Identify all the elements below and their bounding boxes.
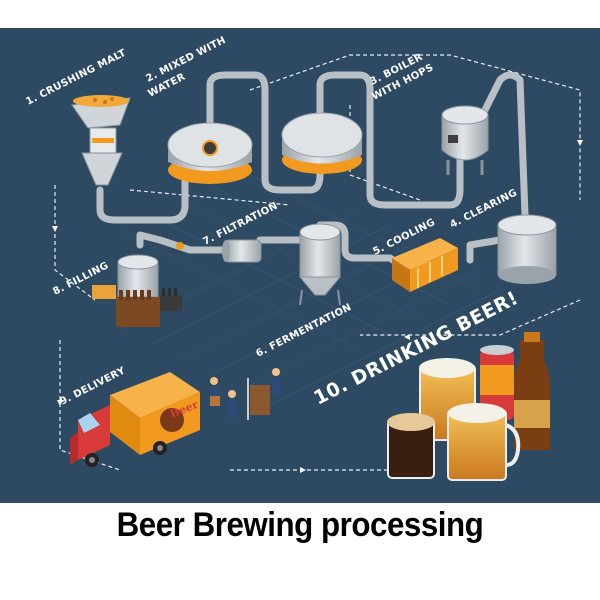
caption-title: Beer Brewing processing [116,506,484,544]
filtration-unit [176,239,262,263]
beer-glasses-and-bottles [387,332,550,481]
clearing-tank [497,214,557,284]
delivery-truck: Beer [70,372,200,467]
crushing-malt-machine [71,95,131,186]
cooling-unit [392,238,458,292]
mash-tun-tank [167,122,253,184]
hop-kettle [441,105,489,175]
pipes [96,71,529,269]
filling-machine [92,254,182,327]
delivery-workers [210,368,280,420]
fermentation-tank [298,223,342,306]
boiler-tank [281,112,363,174]
